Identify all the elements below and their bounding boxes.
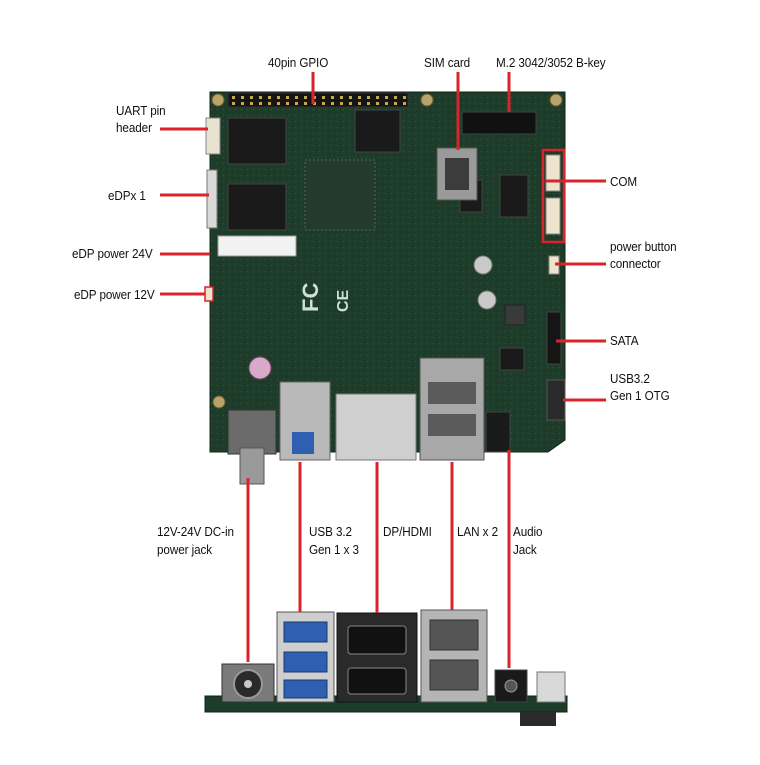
com-highlight-box [541, 148, 566, 244]
mounting-hole [477, 290, 497, 310]
lan-port-bottom [428, 414, 476, 436]
front-usb-port-1 [283, 621, 328, 643]
audio-jack [485, 411, 511, 453]
label-usbotg-2: Gen 1 OTG [610, 388, 670, 403]
com-connector [545, 197, 561, 235]
usb-otg-connector [546, 379, 566, 421]
lan-port-top [428, 382, 476, 404]
front-side-part [536, 671, 566, 703]
label-dp-hdmi: DP/HDMI [383, 524, 432, 539]
label-uart-2: header [116, 120, 152, 135]
front-audio-hole [504, 679, 518, 693]
board-front-view [204, 609, 568, 726]
chip-small [499, 347, 525, 371]
soc-chip [304, 159, 376, 231]
chip-small [499, 174, 529, 218]
mounting-hole [420, 93, 434, 107]
dc-jack [227, 409, 277, 455]
label-audio-1: Audio [513, 524, 543, 539]
board-top-view: FC CE [204, 91, 566, 485]
label-usb3-2: Gen 1 x 3 [309, 542, 359, 557]
label-dcin-1: 12V-24V DC-in [157, 524, 234, 539]
label-sata: SATA [610, 333, 639, 348]
front-dc-jack-pin [244, 680, 252, 688]
edp-12v-jumper [204, 286, 214, 302]
memory-chip [354, 109, 401, 153]
inductor [504, 304, 526, 326]
label-com: COM [610, 174, 638, 189]
edp-connector [206, 169, 218, 229]
front-dp-port [347, 625, 407, 655]
dp-hdmi-connector [335, 393, 417, 461]
sim-card-insert [445, 158, 469, 190]
label-edp: eDPx 1 [108, 188, 146, 203]
label-gpio: 40pin GPIO [268, 55, 329, 70]
callout-lines [160, 72, 606, 668]
memory-chip [227, 183, 287, 231]
label-m2: M.2 3042/3052 B-key [496, 55, 606, 70]
mounting-hole [212, 395, 226, 409]
label-usbotg-1: USB3.2 [610, 371, 650, 386]
gpio-header [227, 92, 409, 108]
label-powerbtn-1: power button [610, 239, 677, 254]
mounting-hole [473, 255, 493, 275]
ce-mark: CE [335, 289, 352, 312]
label-edp-24v: eDP power 24V [72, 246, 153, 261]
front-usb-port-2 [283, 651, 328, 673]
sata-connector [546, 311, 562, 365]
label-usb3-1: USB 3.2 [309, 524, 352, 539]
capacitor [248, 356, 272, 380]
memory-chip [227, 117, 287, 165]
label-audio-2: Jack [513, 542, 537, 557]
label-uart-1: UART pin [116, 103, 166, 118]
product-sticker [217, 235, 297, 257]
front-usb-port-3 [283, 679, 328, 699]
m2-slot [461, 111, 537, 135]
label-dcin-2: power jack [157, 542, 213, 557]
com-connector [545, 154, 561, 192]
label-lan: LAN x 2 [457, 524, 498, 539]
mounting-hole [211, 93, 225, 107]
label-sim-card: SIM card [424, 55, 471, 70]
dc-jack-barrel [239, 447, 265, 485]
mounting-hole [549, 93, 563, 107]
usb3-port-tongue [292, 432, 314, 454]
fc-mark: FC [298, 283, 323, 312]
front-hdmi-port [347, 667, 407, 695]
label-edp-12v: eDP power 12V [74, 287, 155, 302]
lan-connector [419, 357, 485, 461]
front-lan-port-2 [429, 659, 479, 691]
label-powerbtn-2: connector [610, 256, 661, 271]
front-underside [520, 712, 556, 726]
uart-header [205, 117, 221, 155]
front-lan-port-1 [429, 619, 479, 651]
